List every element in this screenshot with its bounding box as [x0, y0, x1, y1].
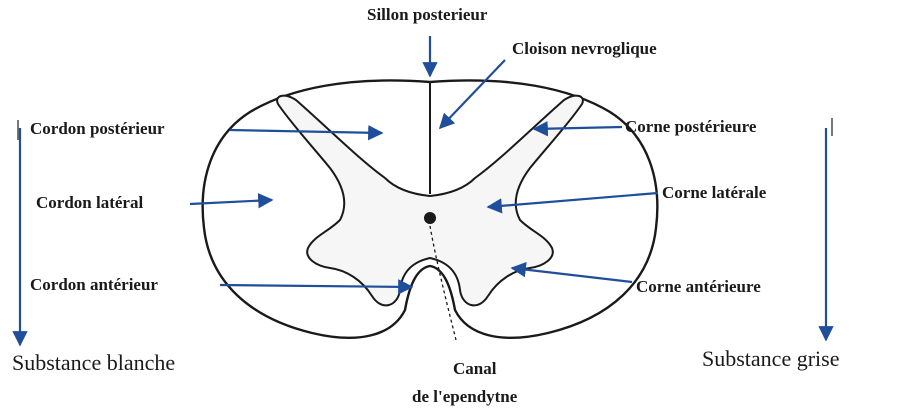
label-substance-grise: Substance grise [702, 348, 839, 370]
label-de-l-ependyme: de l'ependytne [412, 388, 517, 405]
label-corne-laterale: Corne latérale [662, 184, 766, 201]
label-corne-anterieure: Corne antérieure [636, 278, 761, 295]
label-corne-posterieure: Corne postérieure [625, 118, 756, 135]
label-substance-blanche: Substance blanche [12, 352, 175, 374]
label-sillon-posterieur: Sillon posterieur [367, 6, 487, 23]
label-cloison-nevroglique: Cloison nevroglique [512, 40, 657, 57]
central-canal [424, 212, 436, 224]
label-canal: Canal [453, 360, 496, 377]
label-cordon-anterieur: Cordon antérieur [30, 276, 158, 293]
label-cordon-posterieur: Cordon postérieur [30, 120, 165, 137]
label-cordon-lateral: Cordon latéral [36, 194, 143, 211]
